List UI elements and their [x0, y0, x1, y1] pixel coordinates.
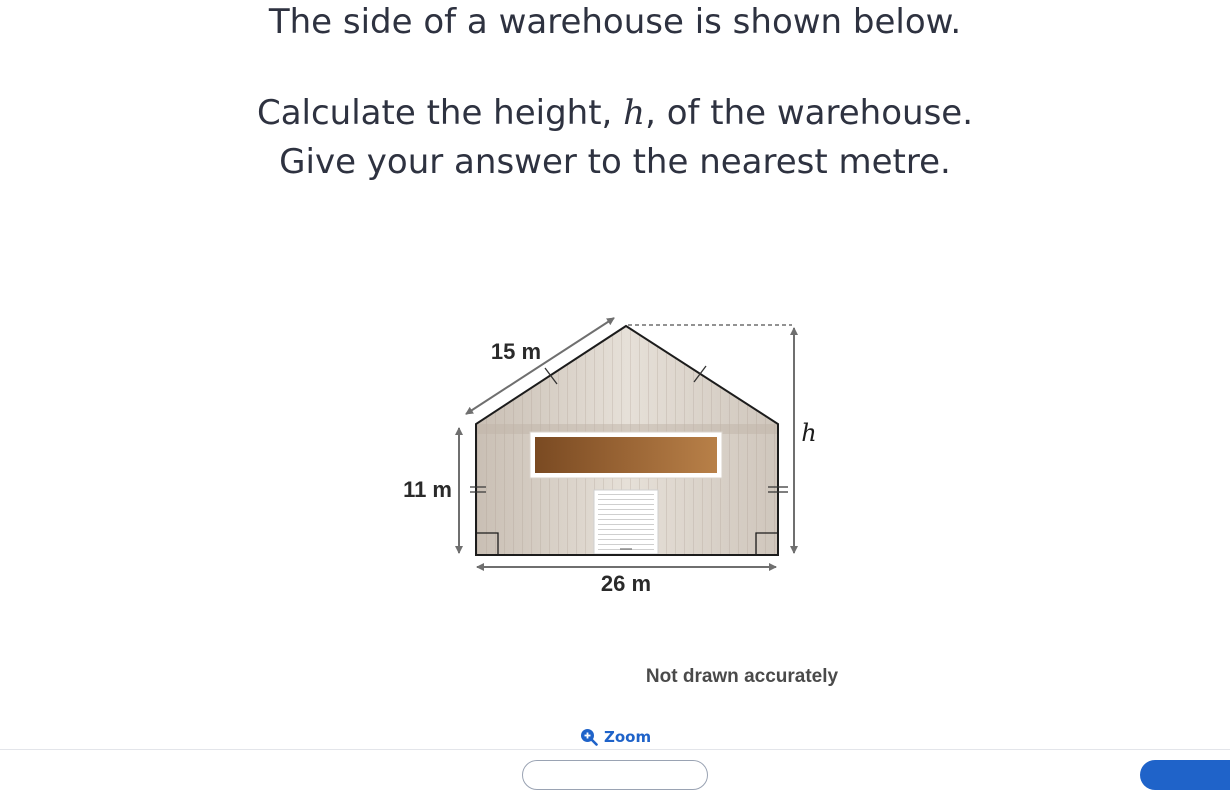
- width-label: 26 m: [601, 571, 651, 596]
- question-text-after-variable: , of the warehouse.: [645, 93, 974, 133]
- roller-door: [598, 494, 654, 552]
- right-angle-marker-right: [755, 532, 778, 555]
- footer-divider: [0, 749, 1230, 750]
- question-line-2: Calculate the height, h, of the warehous…: [0, 93, 1230, 133]
- zoom-button[interactable]: Zoom: [580, 725, 651, 749]
- question-line-3: Give your answer to the nearest metre.: [279, 142, 951, 182]
- zoom-label: Zoom: [604, 728, 652, 746]
- primary-action-button[interactable]: [1140, 760, 1230, 790]
- not-drawn-accurately-note: Not drawn accurately: [646, 666, 839, 687]
- question-text-before-variable: Calculate the height,: [256, 93, 624, 133]
- height-variable-label: h: [801, 419, 816, 447]
- question-line-1: The side of a warehouse is shown below.: [268, 2, 962, 42]
- warehouse-diagram: 15 m 11 m 26 m h Not drawn accurately: [403, 317, 839, 687]
- roof-slope-dimension-arrow: [465, 317, 615, 415]
- eave-band: [476, 424, 778, 434]
- right-angle-marker-left: [476, 532, 499, 555]
- roof-tick-right: [693, 365, 707, 383]
- secondary-action-button[interactable]: [522, 760, 708, 790]
- warehouse-outline: [475, 324, 779, 556]
- question-variable-h: h: [623, 93, 646, 133]
- wall-height-label: 11 m: [403, 477, 452, 502]
- zoom-in-icon: [581, 729, 598, 746]
- window-glass: [535, 437, 717, 473]
- roof-slope-label: 15 m: [491, 339, 541, 364]
